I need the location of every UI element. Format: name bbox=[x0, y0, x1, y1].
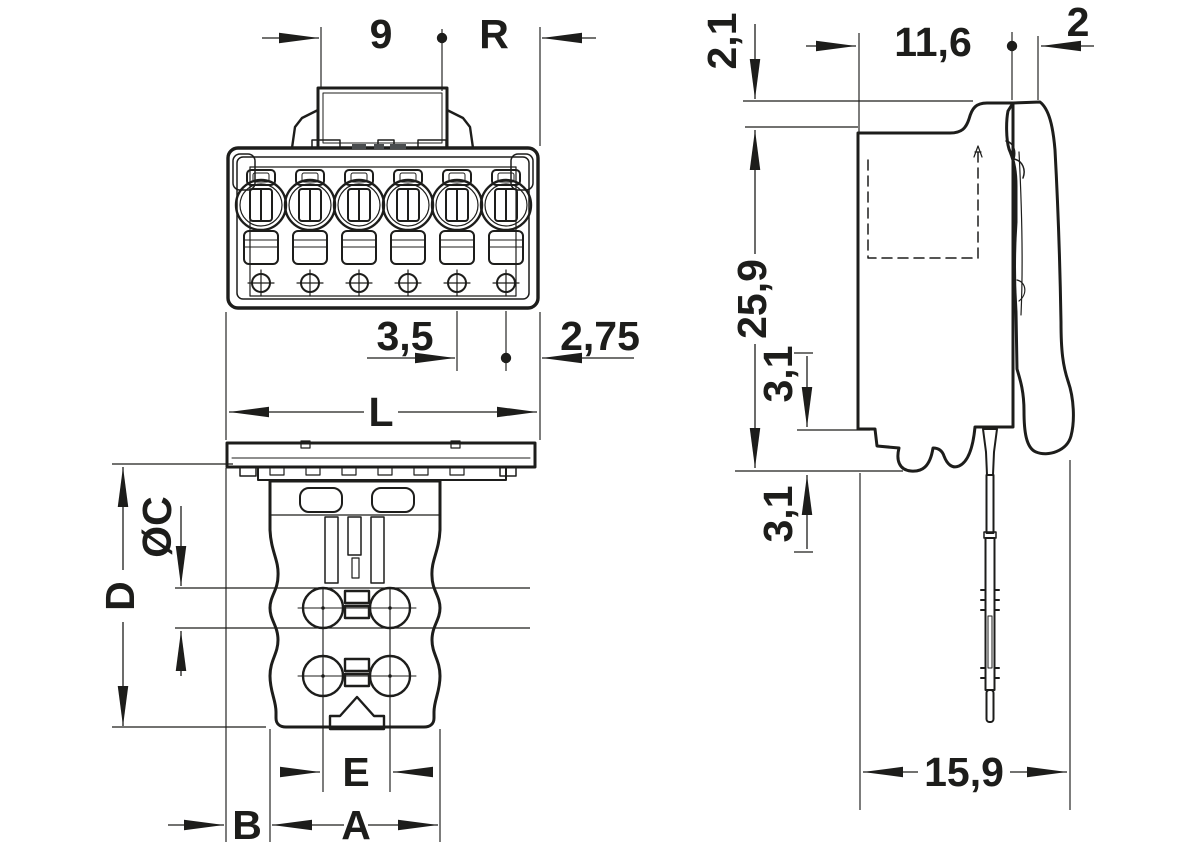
side-view bbox=[856, 100, 1075, 723]
dim-edge-offset: 2,75 bbox=[560, 313, 640, 359]
pole-1 bbox=[234, 168, 288, 298]
dim-body-width: A bbox=[341, 802, 371, 848]
chain-ref-dot-side bbox=[1006, 40, 1018, 52]
front-view-dimensions: 9 R 3,5 2,75 L bbox=[225, 11, 640, 440]
flange-subplate bbox=[257, 466, 507, 481]
dim-front-depth: 11,6 bbox=[894, 19, 972, 65]
corner-latch-left bbox=[232, 153, 256, 191]
coding-tab-inner bbox=[322, 92, 443, 144]
tab-wing-right bbox=[445, 108, 475, 150]
dim-flange-offset: B bbox=[232, 802, 262, 848]
chain-ref-dot-front-bottom bbox=[500, 352, 512, 364]
corner-latch-right bbox=[510, 153, 534, 191]
pole-6 bbox=[479, 168, 533, 298]
dim-total-height: 25,9 bbox=[729, 259, 775, 339]
mating-zone-dashed bbox=[867, 147, 979, 259]
dim-latch-offset: 2 bbox=[1067, 0, 1090, 45]
dim-collar-height: 2,1 bbox=[699, 13, 745, 70]
bottom-view-dimensions: D ØC E B A bbox=[97, 463, 530, 848]
side-view-dimensions: 2,1 11,6 2 25,9 3,1 3,1 15,9 bbox=[699, 0, 1094, 810]
tab-wing-left bbox=[290, 108, 320, 150]
solder-pin bbox=[980, 428, 1000, 723]
pole-5 bbox=[430, 168, 484, 298]
chain-ref-dot-front-top bbox=[436, 32, 448, 44]
dim-foot-height-lower: 3,1 bbox=[755, 486, 801, 543]
side-housing bbox=[856, 101, 1015, 473]
pole-4 bbox=[381, 168, 435, 298]
bottom-body bbox=[268, 479, 442, 729]
bottom-view bbox=[225, 440, 537, 731]
dim-pole-pitch: 3,5 bbox=[377, 313, 434, 359]
dim-corner-ref: R bbox=[479, 11, 509, 57]
locking-lever bbox=[1005, 100, 1075, 456]
dim-tab-width: 9 bbox=[370, 11, 393, 57]
dim-hole-diameter: ØC bbox=[134, 496, 180, 558]
front-housing-rim bbox=[236, 156, 530, 300]
polarization-notch bbox=[328, 695, 386, 731]
dim-height-d: D bbox=[97, 581, 143, 611]
dim-hole-spacing: E bbox=[342, 749, 369, 795]
pole-2 bbox=[283, 168, 337, 298]
dim-total-depth: 15,9 bbox=[924, 749, 1004, 795]
pole-3 bbox=[332, 168, 386, 298]
front-view bbox=[226, 86, 540, 310]
coding-tab bbox=[316, 86, 449, 150]
dim-total-length: L bbox=[368, 389, 393, 435]
dim-foot-height-upper: 3,1 bbox=[755, 346, 801, 403]
mounting-flange bbox=[225, 441, 537, 469]
